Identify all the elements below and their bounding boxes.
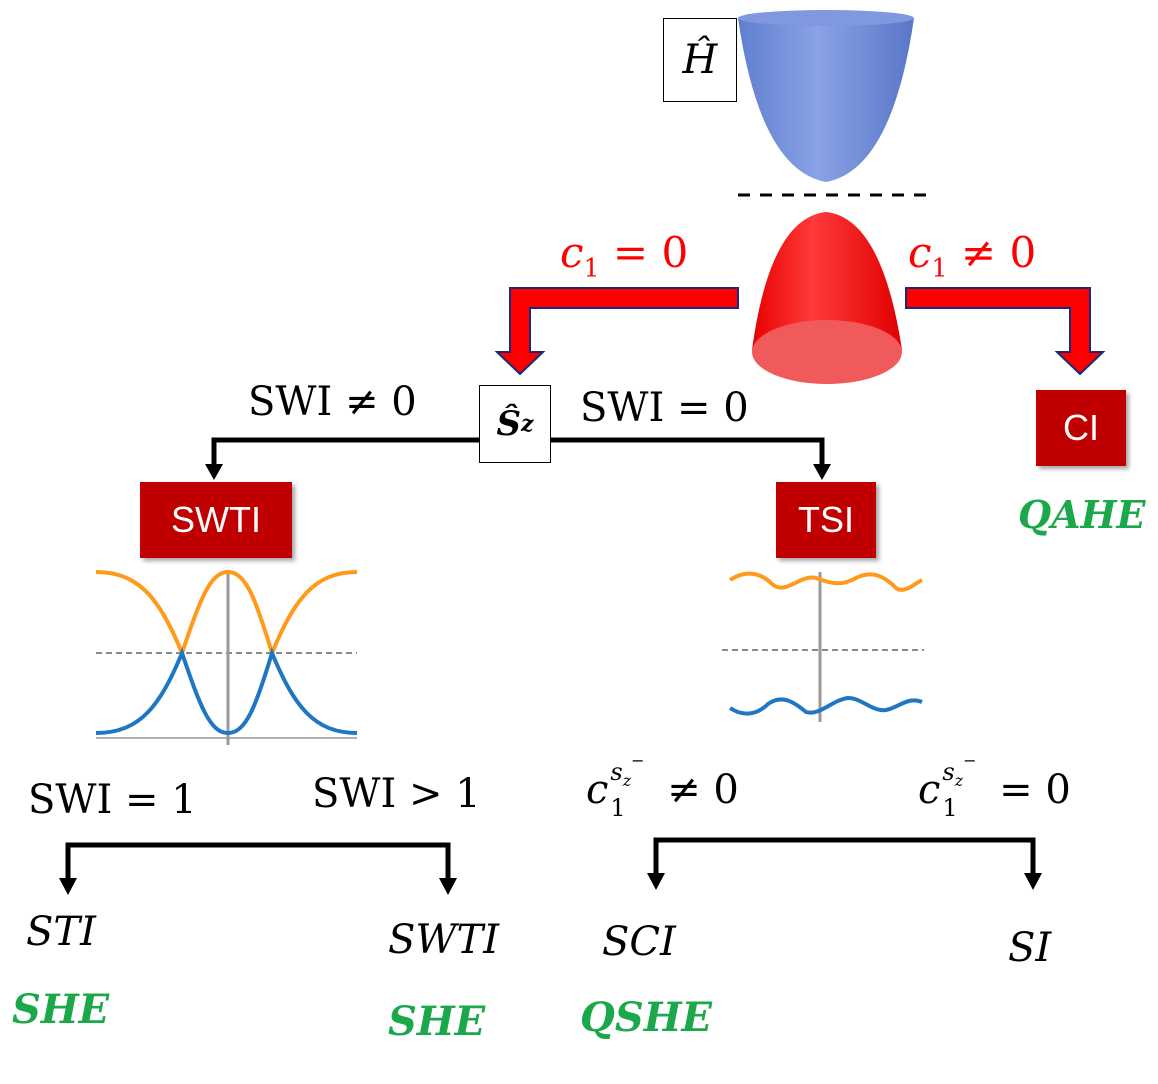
c1-nonzero-sub: 1 xyxy=(931,253,948,283)
red-arrow-left xyxy=(494,287,739,376)
effect-she-left: SHE xyxy=(12,986,110,1033)
c1sz-nonzero-sub: 1 xyxy=(610,794,626,822)
c1sz-zero-rel: = 0 xyxy=(986,767,1071,813)
leaf-sci: SCI xyxy=(602,919,676,965)
c1sz-nonzero-rel: ≠ 0 xyxy=(654,767,739,813)
tsi-box: TSI xyxy=(776,482,876,558)
ci-box: CI xyxy=(1036,390,1126,466)
swi-one-label: SWI = 1 xyxy=(28,777,197,823)
swti-box: SWTI xyxy=(140,482,292,558)
c1sz-nonzero-sym: c xyxy=(586,767,609,813)
lower-band-cone xyxy=(752,212,902,384)
c1sz-zero-sup: sz− xyxy=(942,751,977,790)
red-arrow-right xyxy=(905,287,1106,376)
bracket-right xyxy=(653,837,1036,875)
c1sz-zero-sub: 1 xyxy=(942,794,958,822)
c1-nonzero-label: c1 ≠ 0 xyxy=(908,232,1036,281)
arrowhead-to-swti xyxy=(205,464,223,480)
c1-zero-sym: c xyxy=(560,228,584,277)
c1sz-nonzero-sup: sz− xyxy=(610,751,645,790)
arrowhead-to-sci xyxy=(647,873,665,890)
sz-symbol: Ŝ xyxy=(496,404,521,444)
swi-gt-one-label: SWI > 1 xyxy=(312,771,481,817)
c1-zero-label: c1 = 0 xyxy=(560,232,688,281)
leaf-swti: SWTI xyxy=(388,917,499,963)
tsi-band-plot xyxy=(722,571,924,722)
arrowhead-to-tsi xyxy=(813,464,831,480)
bracket-left xyxy=(65,842,451,880)
swti-box-label: SWTI xyxy=(171,499,261,540)
leaf-sti: STI xyxy=(26,909,96,955)
effect-she-right: SHE xyxy=(388,998,486,1045)
hamiltonian-symbol: Ĥ xyxy=(682,37,718,83)
effect-qshe: QSHE xyxy=(580,994,713,1041)
sz-split-arrows xyxy=(211,437,825,466)
arrowhead-to-swti-leaf xyxy=(439,878,457,895)
qahe-label: QAHE xyxy=(1018,492,1146,537)
c1-zero-sub: 1 xyxy=(583,253,600,283)
swi-nonzero-label: SWI ≠ 0 xyxy=(248,379,417,425)
c1sz-zero-sym: c xyxy=(918,767,941,813)
leaf-si: SI xyxy=(1008,925,1052,971)
upper-band-cone xyxy=(738,10,914,182)
sz-subscript: z xyxy=(521,411,534,437)
hamiltonian-label: Ĥ xyxy=(663,18,737,102)
swi-zero-label: SWI = 0 xyxy=(580,385,749,431)
tsi-box-label: TSI xyxy=(797,499,854,540)
swti-band-plot xyxy=(95,569,358,745)
c1-nonzero-rel: ≠ 0 xyxy=(947,228,1037,277)
ci-box-label: CI xyxy=(1063,407,1099,448)
arrowhead-to-sti xyxy=(59,878,77,895)
c1-zero-rel: = 0 xyxy=(599,228,689,277)
c1-nonzero-sym: c xyxy=(908,228,932,277)
arrowhead-to-si xyxy=(1024,873,1042,890)
